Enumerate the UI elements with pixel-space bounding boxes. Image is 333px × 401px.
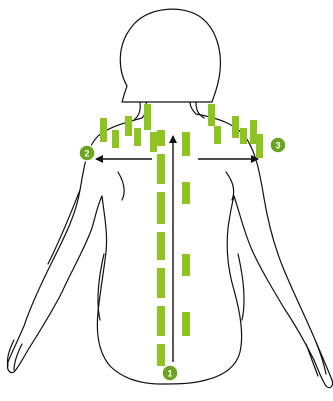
tape-right-shoulder xyxy=(214,126,221,144)
tape-spine-dash xyxy=(157,268,165,298)
right-shoulder-blade xyxy=(226,172,234,200)
tape-left-shoulder xyxy=(125,116,132,136)
left-shoulder-blade xyxy=(118,172,124,200)
tape-right-shoulder xyxy=(208,104,215,126)
tape-right-shoulder xyxy=(232,116,239,138)
tape-spine-dash xyxy=(157,232,165,260)
tape-spine-dash xyxy=(182,132,190,156)
marker-1: 1 xyxy=(162,365,178,381)
marker-3-label: 3 xyxy=(275,141,280,151)
tape-right-shoulder xyxy=(256,134,263,158)
tape-left-shoulder xyxy=(100,118,107,142)
tape-spine-dash xyxy=(182,312,190,336)
tape-spine-dash xyxy=(157,344,165,366)
marker-2: 2 xyxy=(79,145,95,161)
tape-spine-dash xyxy=(157,306,165,336)
tape-spine-dash xyxy=(182,254,190,276)
head-outline xyxy=(120,9,220,102)
tape-right-shoulder xyxy=(240,128,247,144)
tape-left-shoulder xyxy=(134,128,141,146)
tape-right-shoulder xyxy=(250,120,257,144)
body-outline xyxy=(7,9,332,387)
tape-left-shoulder xyxy=(144,104,151,130)
tape-left-shoulder xyxy=(112,130,119,148)
neck-left xyxy=(134,102,140,120)
marker-3: 3 xyxy=(270,137,286,153)
tape-left-shoulder xyxy=(150,132,157,152)
tape-spine-dash xyxy=(157,192,165,224)
tape-spine-dash xyxy=(182,182,190,204)
tape-strips xyxy=(100,104,263,366)
direction-arrows xyxy=(96,136,258,362)
tape-spine-dash xyxy=(157,154,165,184)
tape-spine-dash xyxy=(157,130,165,146)
marker-2-label: 2 xyxy=(84,149,89,159)
marker-1-label: 1 xyxy=(167,369,172,379)
left-hand xyxy=(7,340,22,370)
left-arm-inner xyxy=(48,190,80,264)
